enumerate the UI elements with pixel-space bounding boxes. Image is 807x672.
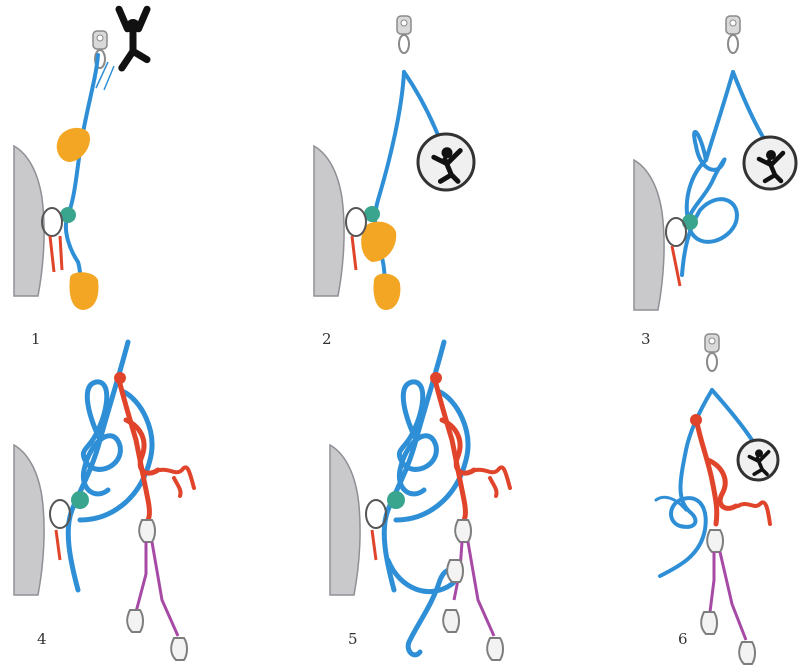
anchor-bolt-icon	[705, 334, 719, 371]
falling-climber-icon	[119, 9, 147, 68]
rope-to-climber	[404, 72, 440, 140]
rock-wall	[634, 160, 664, 310]
red-cord-tail	[738, 502, 770, 524]
panel-4	[14, 342, 194, 660]
carabiner-icon	[739, 642, 755, 664]
anchor-bolt-icon	[93, 31, 107, 68]
rope-knot	[682, 72, 737, 275]
glove-upper	[57, 128, 90, 162]
glove-upper	[361, 222, 396, 262]
carabiner-icon	[707, 530, 723, 552]
climbing-rope	[660, 390, 712, 576]
rope-tail	[388, 560, 455, 655]
purple-sling	[136, 542, 146, 612]
rock-wall	[330, 445, 360, 595]
carabiner-icon	[701, 612, 717, 634]
climber-circle-icon	[418, 134, 474, 190]
red-cord-tail	[160, 467, 194, 496]
carabiner-icon	[171, 638, 187, 660]
belay-device	[682, 214, 698, 230]
carabiner-icon	[139, 520, 155, 542]
panel-1	[14, 9, 147, 310]
glove-lower	[70, 272, 99, 310]
rope-to-climber	[712, 390, 752, 440]
carabiner-icon	[447, 560, 463, 582]
panel-3	[634, 16, 796, 310]
rock-wall	[14, 445, 44, 595]
carabiner-icon	[487, 638, 503, 660]
climbing-rope	[375, 72, 404, 305]
panel-6	[656, 334, 778, 664]
red-cord-tail	[476, 467, 510, 496]
carabiner-icon	[455, 520, 471, 542]
carabiner-icon	[127, 610, 143, 632]
anchor-bolt-icon	[726, 16, 740, 53]
anchor-bolt-icon	[397, 16, 411, 53]
rock-wall	[314, 146, 344, 296]
climber-circle-icon	[738, 440, 778, 480]
purple-sling	[710, 552, 714, 612]
glove-lower	[374, 274, 401, 310]
climber-circle-icon	[744, 137, 796, 189]
red-cord	[696, 418, 717, 524]
belay-device	[71, 491, 89, 509]
rock-wall	[14, 146, 44, 296]
panel-5	[330, 342, 510, 660]
belay-device	[387, 491, 405, 509]
climbing-rope	[66, 55, 98, 300]
panel-2	[314, 16, 474, 310]
carabiner-icon	[443, 610, 459, 632]
rope-to-climber	[733, 72, 766, 142]
